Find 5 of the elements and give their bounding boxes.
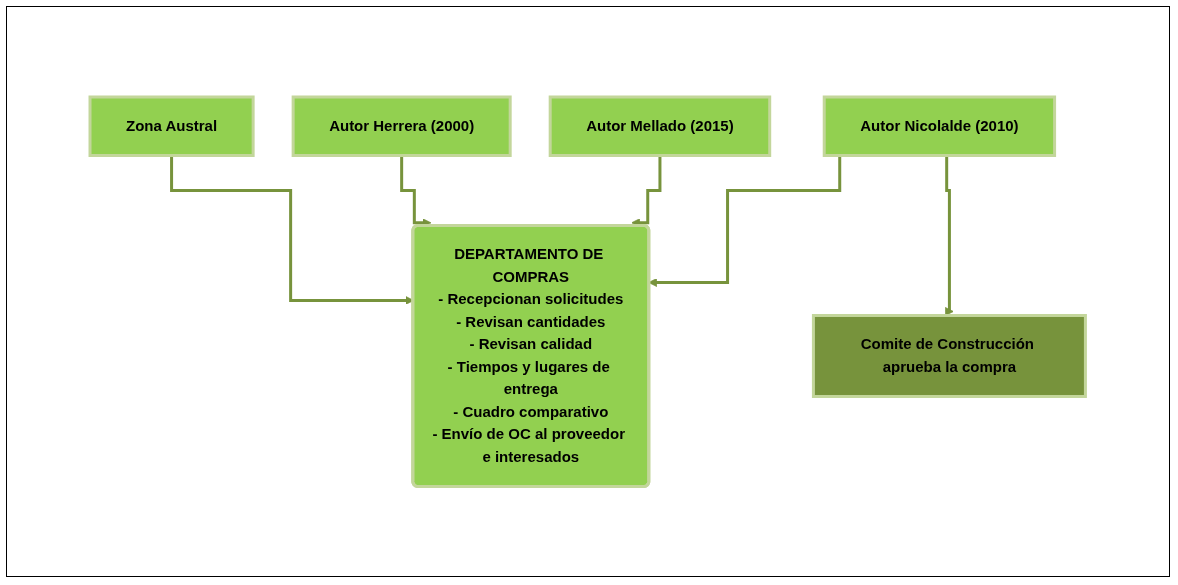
node-box: Autor Nicolalde (2010) <box>823 95 1057 157</box>
node-box: Zona Austral <box>88 95 255 157</box>
node-box: Autor Herrera (2000) <box>291 95 512 157</box>
node-box: Autor Mellado (2015) <box>548 95 772 157</box>
node-box: Comite de Construcción aprueba la compra <box>812 313 1088 398</box>
